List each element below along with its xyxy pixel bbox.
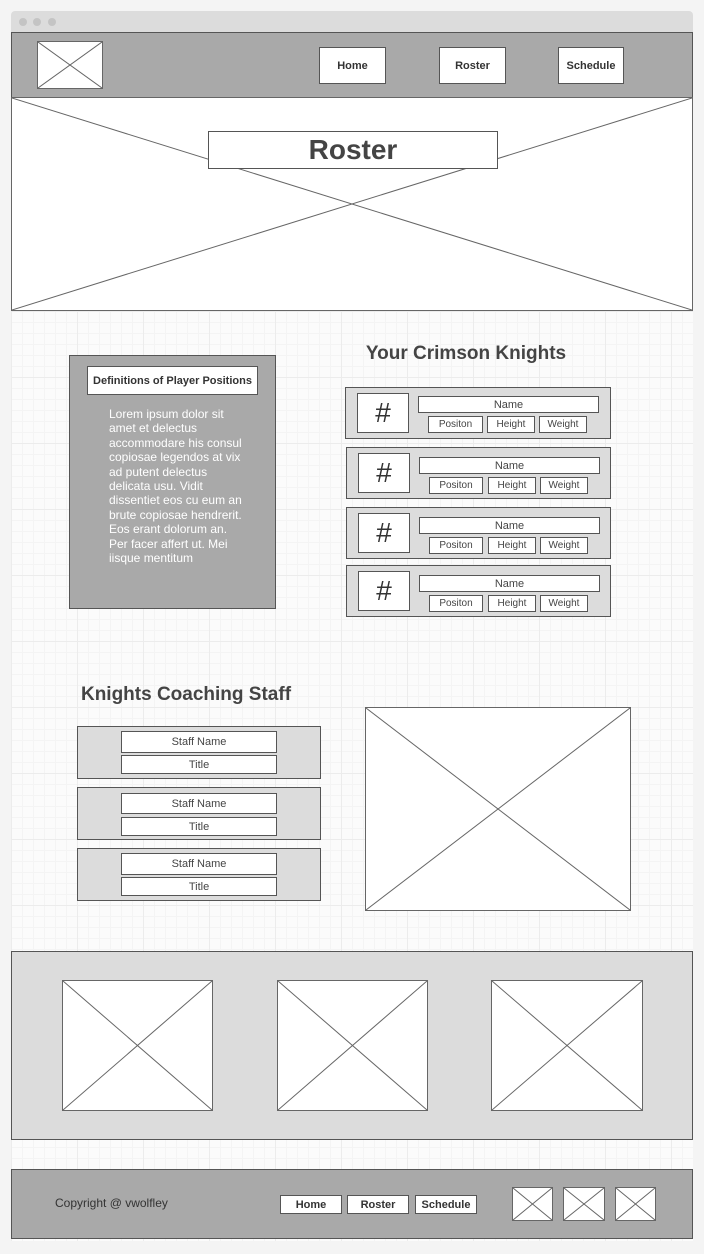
page-title: Roster: [208, 131, 498, 169]
nav-roster[interactable]: Roster: [439, 47, 506, 84]
window-close-dot[interactable]: [19, 18, 27, 26]
player-number: #: [358, 571, 410, 611]
player-name: Name: [418, 396, 599, 413]
staff-card[interactable]: Staff Name Title: [77, 726, 321, 779]
footer-nav-home[interactable]: Home: [280, 1195, 342, 1214]
window-maximize-dot[interactable]: [48, 18, 56, 26]
player-number: #: [358, 453, 410, 493]
player-height: Height: [487, 416, 535, 433]
social-icon-placeholder[interactable]: [512, 1187, 553, 1221]
staff-heading: Knights Coaching Staff: [80, 684, 292, 705]
player-number: #: [358, 513, 410, 553]
player-weight: Weight: [540, 595, 588, 612]
hero-image-placeholder: Roster: [11, 97, 693, 311]
copyright-text: Copyright @ vwolfley: [55, 1196, 168, 1210]
nav-home[interactable]: Home: [319, 47, 386, 84]
definitions-panel: Definitions of Player Positions Lorem ip…: [69, 355, 276, 609]
player-card[interactable]: # Name Positon Height Weight: [346, 447, 611, 499]
site-footer: Copyright @ vwolfley Home Roster Schedul…: [11, 1169, 693, 1239]
player-name: Name: [419, 575, 600, 592]
social-icon-placeholder[interactable]: [615, 1187, 656, 1221]
player-number: #: [357, 393, 409, 433]
gallery-image-placeholder[interactable]: [62, 980, 213, 1111]
window-titlebar: [11, 11, 693, 33]
player-weight: Weight: [540, 537, 588, 554]
footer-nav-roster[interactable]: Roster: [347, 1195, 409, 1214]
gallery-band: [11, 951, 693, 1140]
roster-heading: Your Crimson Knights: [365, 343, 567, 364]
staff-title: Title: [121, 817, 277, 836]
staff-card[interactable]: Staff Name Title: [77, 787, 321, 840]
staff-title: Title: [121, 877, 277, 896]
definitions-title: Definitions of Player Positions: [87, 366, 258, 395]
player-card[interactable]: # Name Positon Height Weight: [346, 507, 611, 559]
footer-nav-schedule[interactable]: Schedule: [415, 1195, 477, 1214]
staff-card[interactable]: Staff Name Title: [77, 848, 321, 901]
player-height: Height: [488, 477, 536, 494]
player-position: Positon: [429, 595, 483, 612]
staff-name: Staff Name: [121, 793, 277, 814]
player-position: Positon: [428, 416, 483, 433]
player-position: Positon: [429, 477, 483, 494]
gallery-image-placeholder[interactable]: [491, 980, 643, 1111]
player-height: Height: [488, 537, 536, 554]
player-weight: Weight: [540, 477, 588, 494]
player-height: Height: [488, 595, 536, 612]
browser-window: Home Roster Schedule Roster Definitions …: [11, 11, 693, 1241]
player-card[interactable]: # Name Positon Height Weight: [346, 565, 611, 617]
nav-schedule[interactable]: Schedule: [558, 47, 624, 84]
gallery-image-placeholder[interactable]: [277, 980, 428, 1111]
player-name: Name: [419, 457, 600, 474]
definitions-body: Lorem ipsum dolor sit amet et delectus a…: [109, 407, 242, 566]
staff-name: Staff Name: [121, 731, 277, 753]
staff-image-placeholder: [365, 707, 631, 911]
player-name: Name: [419, 517, 600, 534]
player-card[interactable]: # Name Positon Height Weight: [345, 387, 611, 439]
staff-title: Title: [121, 755, 277, 774]
player-position: Positon: [429, 537, 483, 554]
site-header: Home Roster Schedule: [11, 32, 693, 98]
logo-image-placeholder[interactable]: [37, 41, 103, 89]
window-minimize-dot[interactable]: [33, 18, 41, 26]
social-icon-placeholder[interactable]: [563, 1187, 605, 1221]
staff-name: Staff Name: [121, 853, 277, 875]
player-weight: Weight: [539, 416, 587, 433]
